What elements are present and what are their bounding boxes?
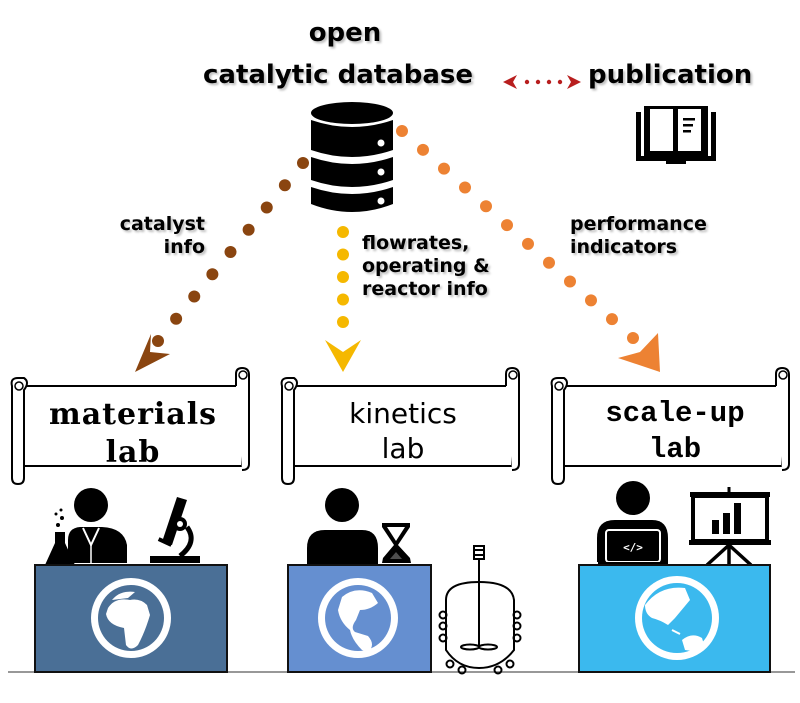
arrow-dot (627, 332, 639, 344)
scroll-banner-shape (280, 366, 520, 486)
kinetics-lab-banner: kinetics lab (292, 376, 514, 466)
arrow-dot (480, 200, 492, 213)
arrow-dot (337, 293, 349, 306)
kinetics-info-arrow (325, 226, 361, 372)
arrowhead (325, 340, 361, 372)
presentation-chart-icon (689, 487, 771, 567)
arrow-dot (459, 181, 471, 194)
database-title-line2: catalytic database (203, 60, 473, 90)
kinetics-info-line1: flowrates, (362, 232, 470, 254)
materials-lab-scene (34, 488, 228, 673)
arrow-dot (337, 248, 349, 261)
performance-indicators-arrow (396, 125, 660, 372)
arrow-dot (297, 157, 309, 169)
kinetics-info-label: flowrates, operating & reactor info (362, 232, 490, 300)
performance-line1: performance (570, 213, 707, 235)
arrowhead (618, 333, 660, 372)
svg-text:</>: </> (623, 541, 643, 554)
globe-africa-icon (91, 578, 171, 658)
globe-americas-icon (318, 578, 398, 658)
scroll-banner-shape (550, 366, 790, 486)
kinetics-lab-line1: kinetics (349, 397, 457, 430)
catalyst-info-line2: info (163, 235, 205, 258)
kinetics-info-line2: operating & (362, 254, 490, 277)
arrow-dot (337, 316, 349, 328)
coder-laptop-icon: </> (597, 481, 668, 565)
microscope-icon (150, 497, 200, 563)
arrow-dot (260, 201, 273, 214)
catalyst-info-label: catalyst info (100, 213, 205, 259)
materials-lab-line1: materials (48, 397, 218, 432)
arrow-dot (438, 162, 450, 175)
database-title-line1: open (308, 18, 382, 48)
arrowhead (135, 334, 170, 372)
materials-lab-title: materials lab (22, 396, 244, 471)
kinetics-lab-title: kinetics lab (292, 396, 514, 466)
scaleup-lab-scene: </> (578, 481, 771, 673)
arrow-dot (152, 335, 164, 347)
arrow-dot (224, 246, 237, 258)
scroll-banner-shape (10, 366, 250, 486)
performance-line2: indicators (570, 235, 678, 258)
reactor-vessel-icon (438, 545, 522, 675)
arrow-dot (564, 275, 576, 288)
arrow-dot (417, 143, 429, 156)
arrow-dot (522, 237, 534, 250)
kinetics-info-line3: reactor info (362, 277, 488, 300)
arrow-dot (501, 219, 513, 232)
arrow-dot (543, 256, 555, 269)
arrow-dot (188, 290, 201, 303)
catalyst-info-arrow (135, 157, 309, 372)
database-icon (311, 102, 393, 212)
materials-lab-banner: materials lab (22, 376, 244, 470)
arrow-dot (206, 268, 219, 281)
arrow-dot (337, 226, 349, 238)
arrow-dot (242, 223, 255, 236)
arrow-dot (396, 125, 408, 137)
hourglass-icon (382, 523, 411, 563)
catalyst-info-line1: catalyst (119, 213, 205, 235)
materials-lab-line2: lab (105, 434, 161, 470)
open-book-icon (636, 106, 716, 164)
scaleup-lab-line1: scale-up (605, 397, 745, 430)
kinetics-lab-line2: lab (381, 432, 425, 465)
arrow-dot (337, 271, 349, 283)
scientist-icon (68, 488, 127, 563)
arrow-dot (585, 294, 597, 307)
kinetics-lab-scene (287, 488, 522, 675)
arrow-dot (606, 313, 618, 326)
flask-icon (45, 508, 75, 565)
scaleup-lab-line2: lab (648, 433, 702, 467)
scaleup-lab-title: scale-up lab (564, 396, 786, 469)
arrow-dot (170, 312, 183, 325)
scaleup-lab-banner: scale-up lab (564, 376, 786, 466)
publication-link-arrow (503, 75, 581, 89)
performance-indicators-label: performance indicators (570, 213, 707, 259)
globe-asia-oceania-icon (635, 576, 719, 660)
publication-label: publication (588, 60, 753, 90)
person-icon (307, 488, 378, 564)
arrow-dot (278, 179, 291, 192)
